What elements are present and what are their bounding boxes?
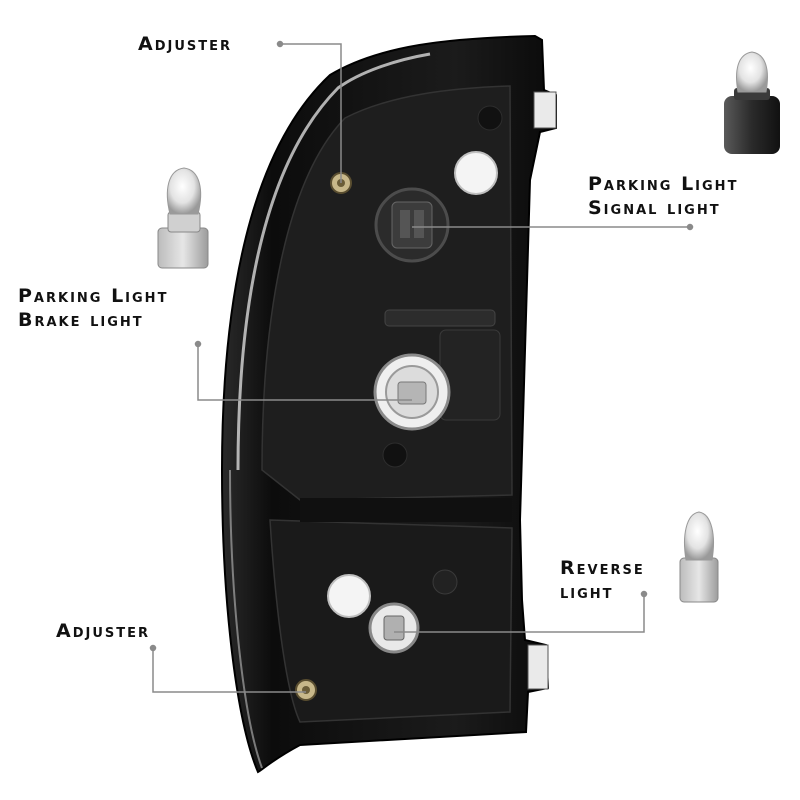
label-parking-signal-line1: Parking Light xyxy=(588,173,739,195)
label-adjuster-bottom-text: Adjuster xyxy=(56,620,151,642)
white-lens-cap xyxy=(327,574,371,618)
callout-lines xyxy=(149,40,694,693)
housing-rib xyxy=(384,309,496,327)
adjuster-screw-bottom xyxy=(295,679,317,701)
mounting-clip-bottom xyxy=(527,644,549,690)
bulb-icon-top-right xyxy=(724,51,780,154)
label-parking-brake-line2: Brake light xyxy=(18,309,144,331)
label-adjuster-top-text: Adjuster xyxy=(138,33,233,55)
label-adjuster-top: Adjuster xyxy=(138,32,232,56)
housing-boss xyxy=(477,105,503,131)
label-reverse-line1: Reverse xyxy=(560,557,645,579)
label-reverse: Reverse light xyxy=(560,556,645,604)
label-parking-signal: Parking Light Signal light xyxy=(588,172,738,220)
white-lens-cap xyxy=(454,151,498,195)
mounting-clip-top xyxy=(533,91,557,129)
label-parking-brake: Parking Light Brake light xyxy=(18,284,168,332)
housing-boss xyxy=(382,442,408,468)
reverse-light-socket xyxy=(368,602,420,654)
signal-light-socket xyxy=(374,187,450,263)
label-reverse-line2: light xyxy=(560,581,614,603)
brake-light-socket xyxy=(373,353,451,431)
middle-divider xyxy=(300,498,512,522)
housing-chrome-edge xyxy=(236,52,431,471)
label-adjuster-bottom: Adjuster xyxy=(56,619,150,643)
label-parking-brake-line1: Parking Light xyxy=(18,285,169,307)
callout-line-adjuster-top xyxy=(280,43,342,183)
housing-rib xyxy=(439,329,501,421)
label-parking-signal-line2: Signal light xyxy=(588,197,721,219)
bulb-icon-left xyxy=(157,167,209,269)
housing-edge-highlight xyxy=(229,469,263,769)
callout-line-reverse xyxy=(394,594,645,633)
housing-boss xyxy=(432,569,458,595)
callout-line-parking-brake xyxy=(197,344,412,401)
callout-line-adjuster-bottom xyxy=(152,648,306,693)
bulb-icon-right xyxy=(679,511,719,603)
